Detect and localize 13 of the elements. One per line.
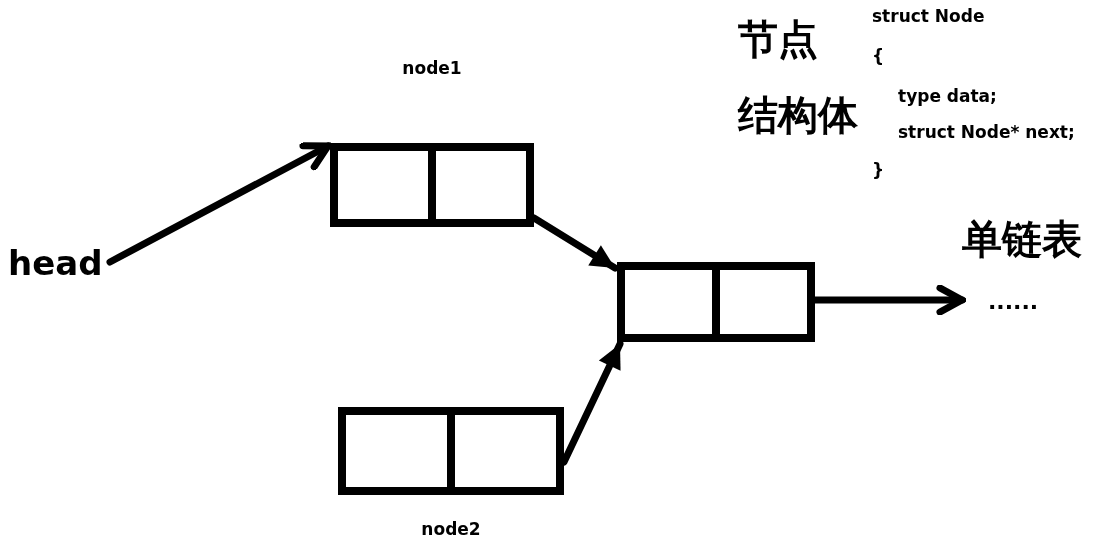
code-line: struct Node xyxy=(872,6,985,26)
heading-text: 结构体 xyxy=(738,91,858,140)
ellipsis-text: ...... xyxy=(962,284,1062,320)
node-label: node1 xyxy=(401,58,463,78)
code-line: struct Node* next; xyxy=(898,122,1075,142)
code-line: type data; xyxy=(898,86,997,106)
code-line: } xyxy=(872,160,885,180)
heading-text: 单链表 xyxy=(962,215,1082,264)
code-line: { xyxy=(872,46,885,66)
pointer-label: head xyxy=(8,240,110,286)
heading-text: 节点 xyxy=(738,15,818,64)
arrow xyxy=(106,142,332,266)
node-label: node2 xyxy=(420,519,482,539)
